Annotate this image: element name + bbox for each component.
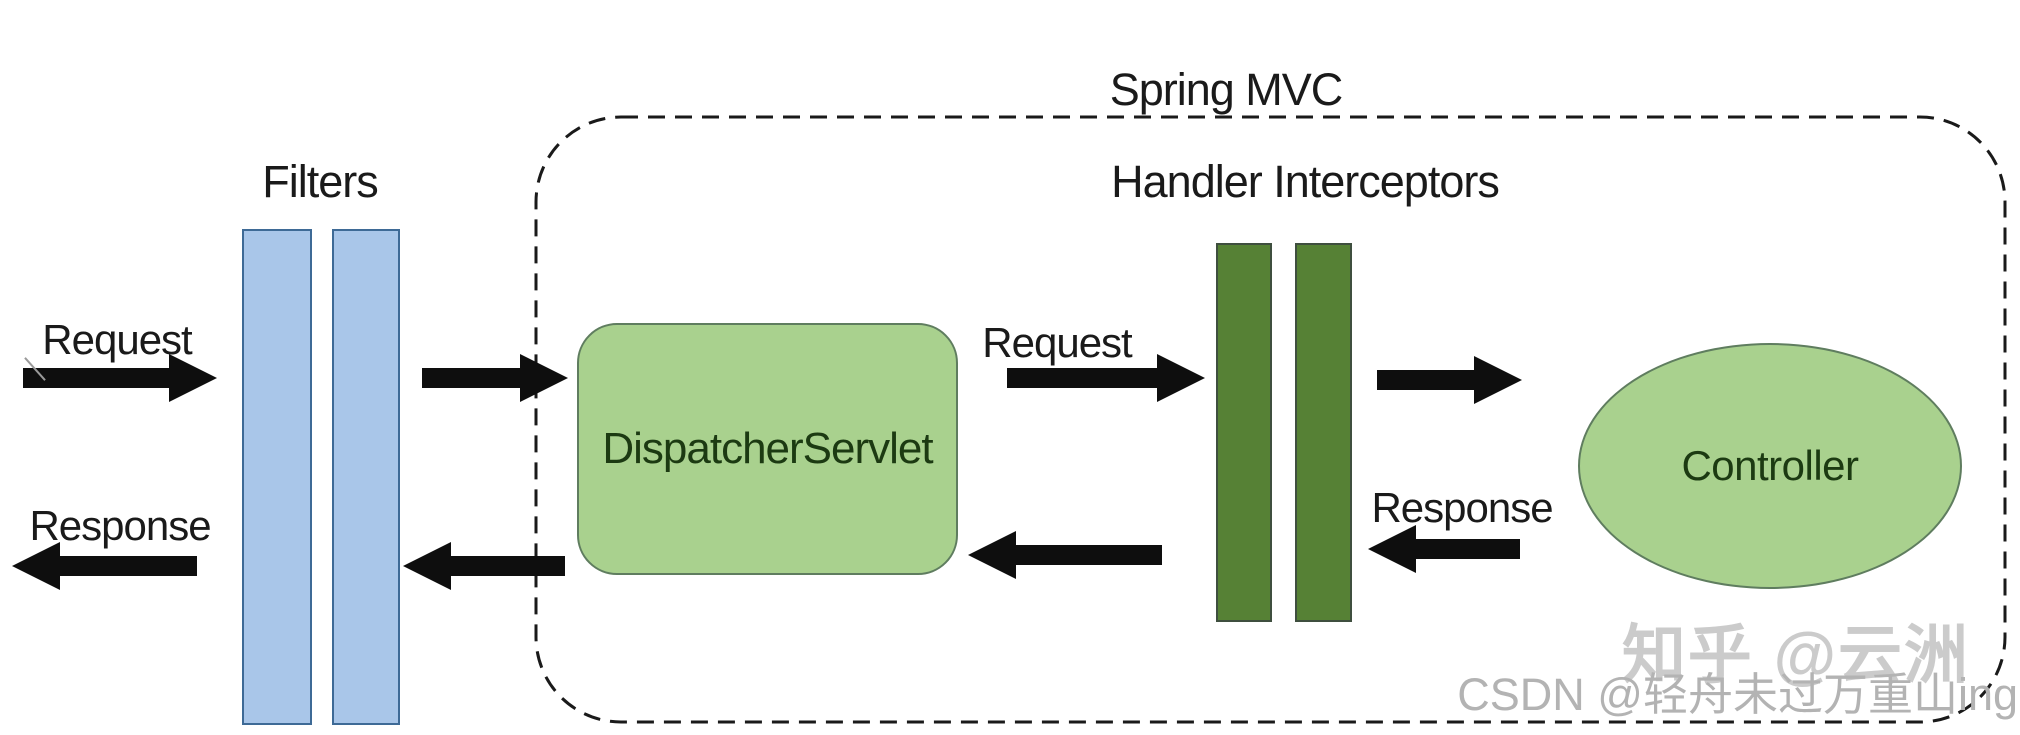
zhihu-watermark: 知乎 @云洲 <box>1621 619 1970 691</box>
response-arrow-filters-to-client <box>12 542 197 590</box>
arrow-head-icon <box>520 354 568 402</box>
arrow-shaft <box>1007 368 1161 388</box>
arrow-shaft <box>1412 539 1520 559</box>
arrow-shaft <box>422 368 524 388</box>
response-label-client: Response <box>29 502 211 549</box>
controller-node: Controller <box>1578 343 1962 589</box>
arrow-shaft <box>56 556 197 576</box>
request-arrow-interceptors-to-controller <box>1377 356 1522 404</box>
dispatcher-servlet-label: DispatcherServlet <box>602 424 933 473</box>
arrow-shaft <box>447 556 565 576</box>
interceptor-bar-1 <box>1216 243 1272 622</box>
arrow-head-icon <box>968 531 1016 579</box>
filter-bar-2 <box>332 229 400 725</box>
request-label-internal: Request <box>982 319 1132 366</box>
arrow-head-icon <box>1474 356 1522 404</box>
csdn-watermark: CSDN @轻舟未过万重山ing <box>1457 669 2018 720</box>
arrow-shaft <box>23 368 173 388</box>
arrow-shaft <box>1377 370 1478 390</box>
response-arrow-interceptors-to-dispatcher <box>968 531 1162 579</box>
request-arrow-dispatcher-to-interceptors <box>1007 354 1205 402</box>
controller-label: Controller <box>1681 442 1859 489</box>
arrow-head-icon <box>1368 525 1416 573</box>
arrow-head-icon <box>1157 354 1205 402</box>
response-arrow-controller-to-interceptors <box>1368 525 1520 573</box>
dispatcher-servlet-node: DispatcherServlet <box>577 323 958 575</box>
arrow-head-icon <box>403 542 451 590</box>
filters-label: Filters <box>262 156 378 207</box>
diagram-title: Spring MVC <box>1109 64 1344 115</box>
arrow-head-icon <box>169 354 217 402</box>
arrow-head-icon <box>12 542 60 590</box>
arrow-shaft <box>1012 545 1162 565</box>
response-arrow-dispatcher-to-filters <box>403 542 565 590</box>
request-arrow-client-to-filters <box>23 354 217 402</box>
request-arrow-filters-to-dispatcher <box>422 354 568 402</box>
interceptor-bar-2 <box>1295 243 1352 622</box>
handler-interceptors-label: Handler Interceptors <box>1111 156 1500 207</box>
request-label-client: Request <box>42 316 192 363</box>
filter-bar-1 <box>242 229 312 725</box>
response-label-internal: Response <box>1371 484 1553 531</box>
